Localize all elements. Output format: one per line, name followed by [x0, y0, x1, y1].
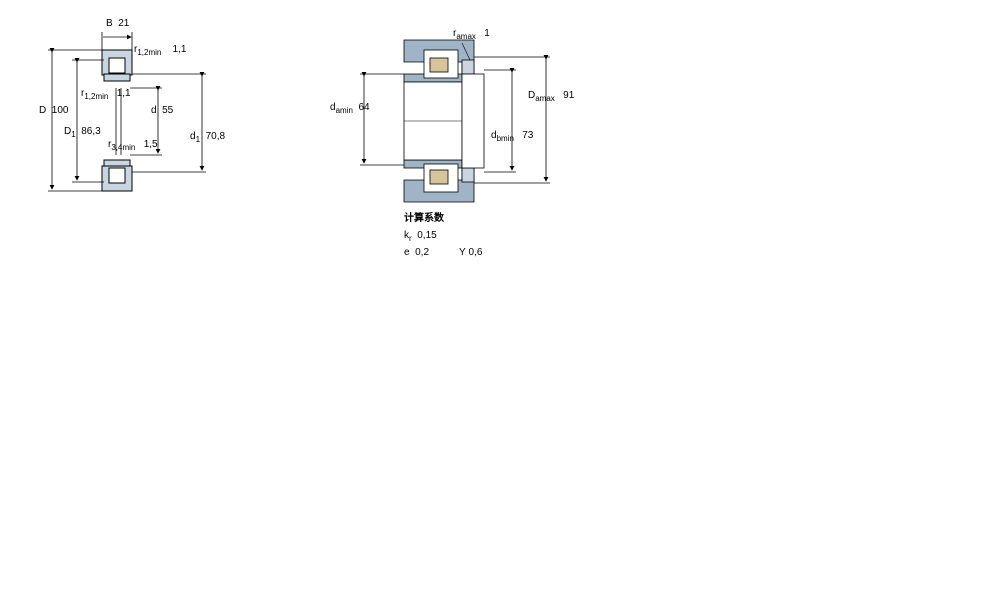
label-r12-mid: r1,2min 1,1: [81, 88, 131, 101]
roller-top: [108, 57, 126, 74]
kr-row: kr 0,15: [404, 230, 437, 243]
label-r12-top: r1,2min 1,1: [134, 44, 187, 57]
label-D1: D1 86,3: [64, 126, 101, 139]
roller-bottom-right: [429, 169, 449, 185]
label-Da: Damax 91: [528, 90, 575, 103]
roller-top-right: [429, 57, 449, 73]
calculation-heading: 计算系数: [404, 213, 444, 224]
label-d1: d1 70,8: [190, 131, 226, 144]
inner-ring-top: [103, 73, 131, 82]
bearing-mounting-right: [360, 39, 550, 203]
abutment-bottom: [461, 167, 475, 183]
label-B: B 21: [106, 18, 130, 29]
abutment-top: [461, 59, 475, 75]
label-r34: r3,4min 1,5: [108, 139, 158, 152]
bearing-cross-section-left: [48, 32, 206, 192]
roller-bottom: [108, 167, 126, 184]
label-db: dbmin 73: [491, 130, 534, 143]
label-ra: ramax 1: [453, 28, 490, 41]
label-da: damin 64: [330, 102, 370, 115]
spacer-right: [461, 73, 485, 169]
label-D: D 100: [39, 105, 69, 116]
label-d: d 55: [151, 105, 174, 116]
